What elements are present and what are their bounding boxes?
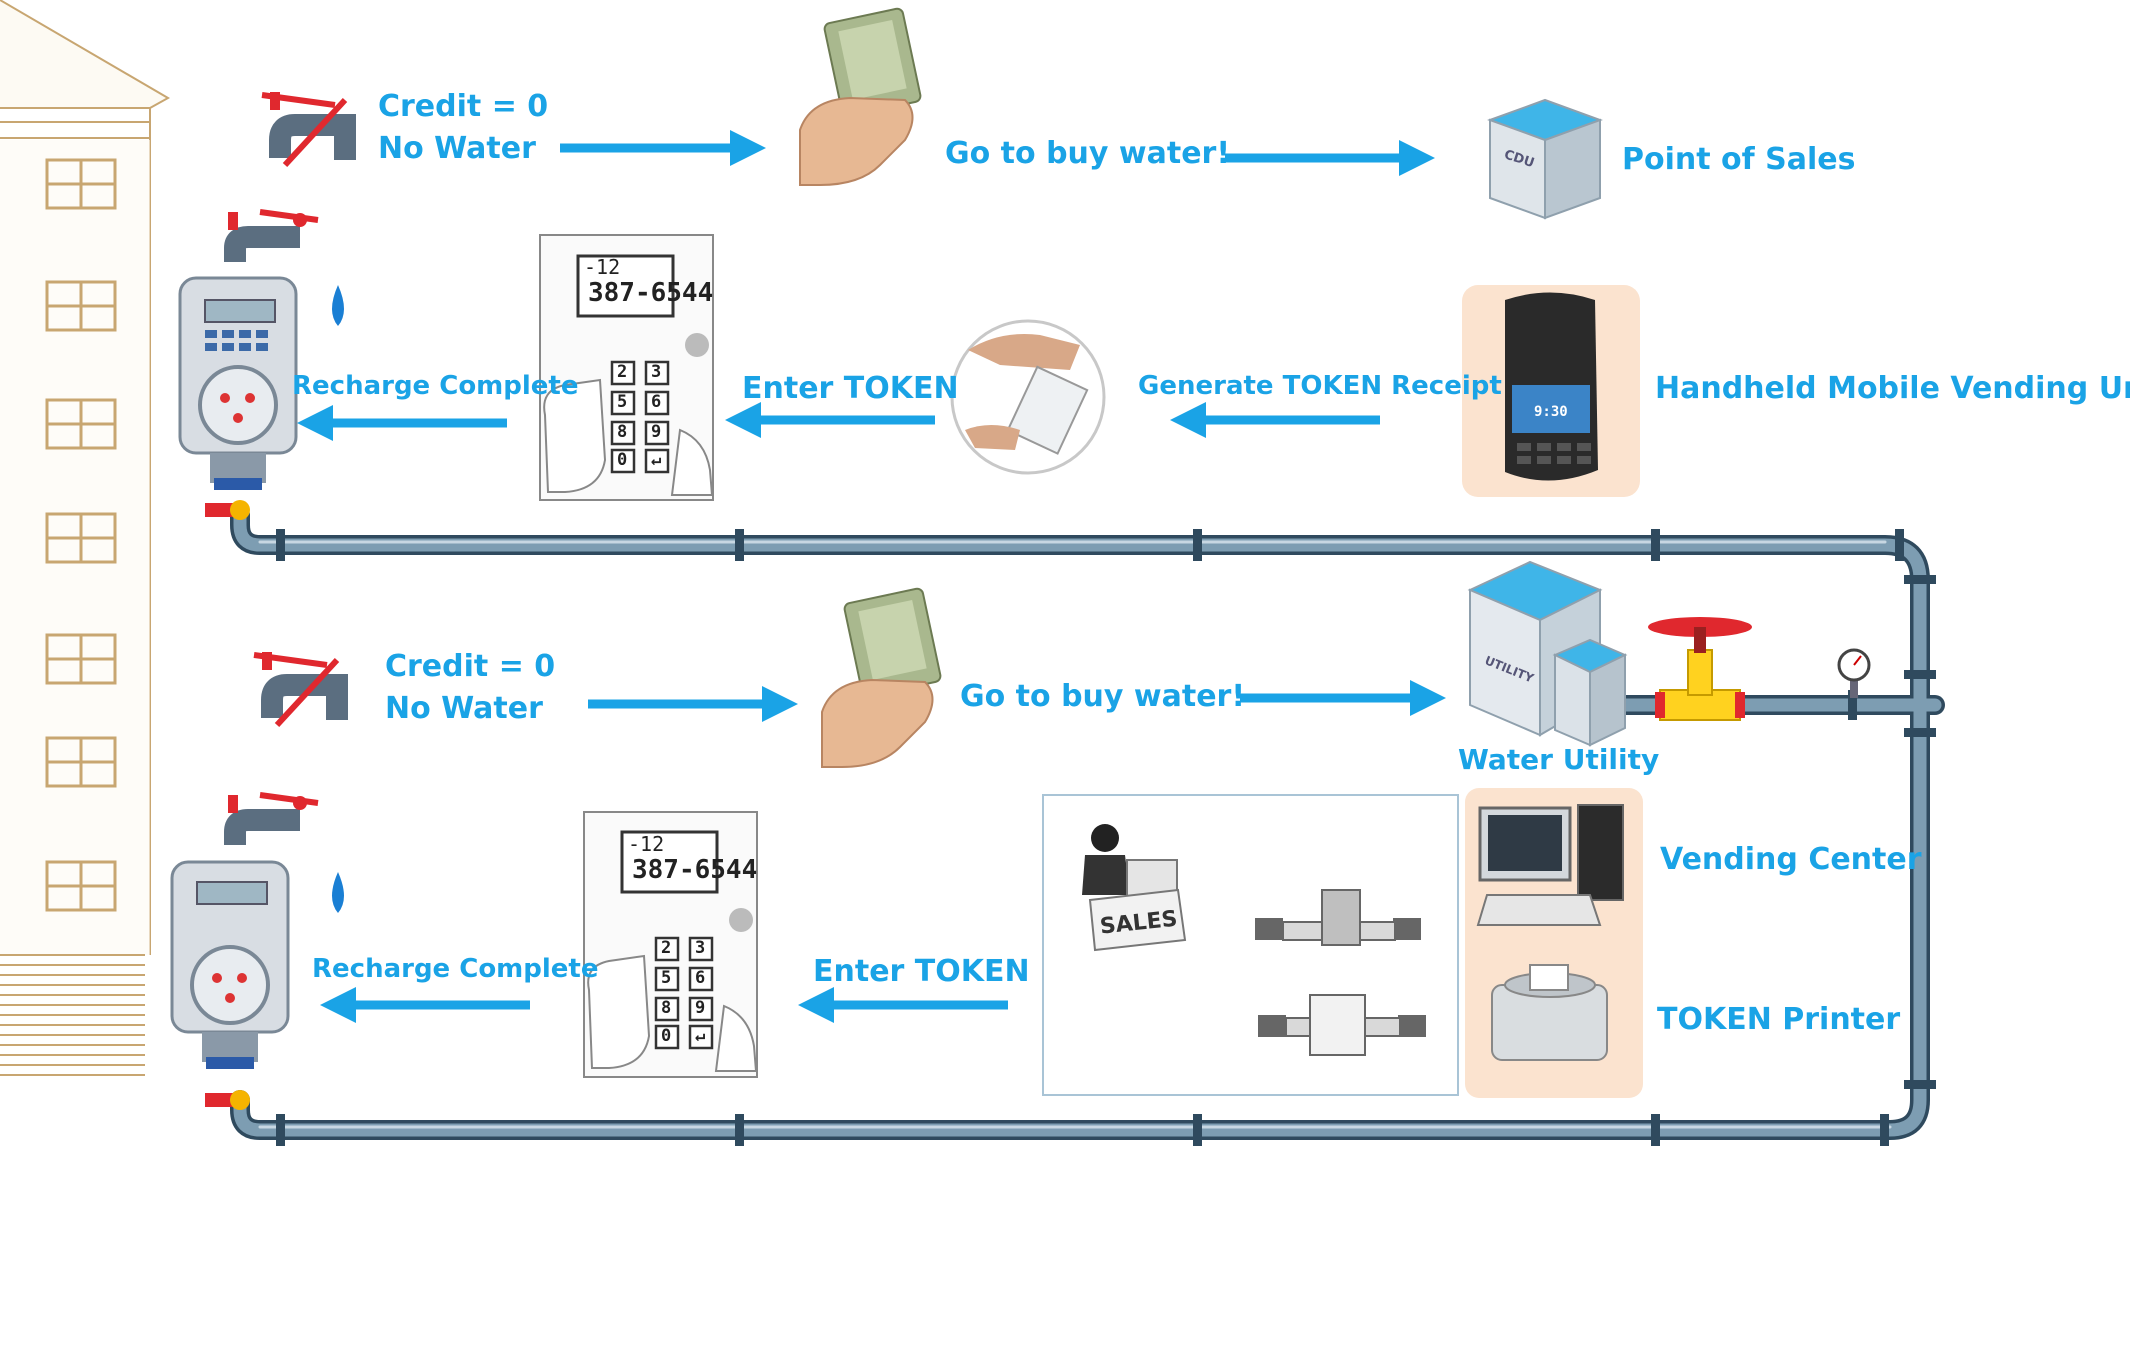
keypad-token-entry-icon-top bbox=[539, 234, 714, 501]
row3-no-water-label: No Water bbox=[385, 691, 543, 726]
row2-recharge-complete-label: Recharge Complete bbox=[292, 371, 579, 401]
pipe-couplings bbox=[276, 529, 1936, 1146]
handheld-unit-label: Handheld Mobile Vending Unit bbox=[1655, 371, 2130, 406]
no-water-faucet-icon-top bbox=[261, 92, 356, 168]
row3-credit-label: Credit = 0 bbox=[385, 649, 556, 684]
water-meter-top-icon bbox=[178, 209, 344, 520]
keypad-key: 0 bbox=[617, 450, 628, 470]
point-of-sales-kiosk-icon: CDU bbox=[1487, 98, 1603, 220]
token-receipt-handover-icon bbox=[950, 319, 1106, 475]
water-utility-building-icon: UTILITY bbox=[1467, 560, 1628, 747]
row4-recharge-complete-label: Recharge Complete bbox=[312, 954, 599, 984]
cash-in-hand-icon-bottom bbox=[821, 587, 942, 768]
vending-center-panel bbox=[1465, 788, 1643, 1098]
keypad-key: 5 bbox=[617, 392, 628, 412]
row4-enter-token-label: Enter TOKEN bbox=[813, 954, 1030, 989]
keypad-key: ↵ bbox=[651, 450, 662, 470]
generate-token-receipt-label: Generate TOKEN Receipt bbox=[1138, 371, 1502, 401]
keypad-key: 2 bbox=[661, 938, 672, 958]
keypad-key: 9 bbox=[695, 998, 706, 1018]
water-pipe-network bbox=[230, 505, 1945, 1140]
handheld-time: 9:30 bbox=[1534, 404, 1568, 420]
sales-counter-panel: SALES bbox=[1042, 794, 1459, 1096]
row1-credit-label: Credit = 0 bbox=[378, 89, 549, 124]
handheld-vending-unit-icon: 9:30 bbox=[1462, 285, 1640, 497]
keypad-display-top-small: -12 bbox=[584, 255, 621, 279]
keypad-display-bottom-main: 387-6544 bbox=[632, 855, 758, 885]
keypad-key: 3 bbox=[695, 938, 706, 958]
keypad-key: 3 bbox=[651, 362, 662, 382]
pressure-gauge-icon bbox=[1837, 648, 1871, 698]
keypad-key: 6 bbox=[695, 968, 706, 988]
keypad-key: 9 bbox=[651, 422, 662, 442]
main-valve-icon bbox=[1648, 617, 1752, 721]
row2-enter-token-label: Enter TOKEN bbox=[742, 371, 959, 406]
keypad-key: 6 bbox=[651, 392, 662, 412]
flow-arrows bbox=[297, 130, 1446, 1023]
keypad-key: ↵ bbox=[695, 1026, 706, 1046]
building-windows bbox=[45, 158, 117, 912]
keypad-display-bottom-small: -12 bbox=[628, 832, 665, 856]
apartment-building bbox=[0, 0, 171, 1076]
keypad-key: 2 bbox=[617, 362, 628, 382]
water-meter-bottom-icon bbox=[170, 792, 344, 1110]
keypad-key: 0 bbox=[661, 1026, 672, 1046]
keypad-key: 8 bbox=[661, 998, 672, 1018]
cash-in-hand-icon-top bbox=[799, 7, 922, 186]
water-utility-label: Water Utility bbox=[1458, 743, 1660, 776]
keypad-key: 8 bbox=[617, 422, 628, 442]
row3-go-buy-label: Go to buy water! bbox=[960, 679, 1246, 714]
token-printer-label: TOKEN Printer bbox=[1657, 1002, 1901, 1037]
row1-no-water-label: No Water bbox=[378, 131, 536, 166]
vending-center-label: Vending Center bbox=[1660, 842, 1922, 877]
keypad-display-top-main: 387-6544 bbox=[588, 278, 714, 308]
keypad-token-entry-icon-bottom bbox=[583, 811, 758, 1078]
keypad-key: 5 bbox=[661, 968, 672, 988]
no-water-faucet-icon-bottom bbox=[253, 652, 348, 728]
row1-go-buy-label: Go to buy water! bbox=[945, 136, 1231, 171]
point-of-sales-label: Point of Sales bbox=[1622, 142, 1856, 177]
